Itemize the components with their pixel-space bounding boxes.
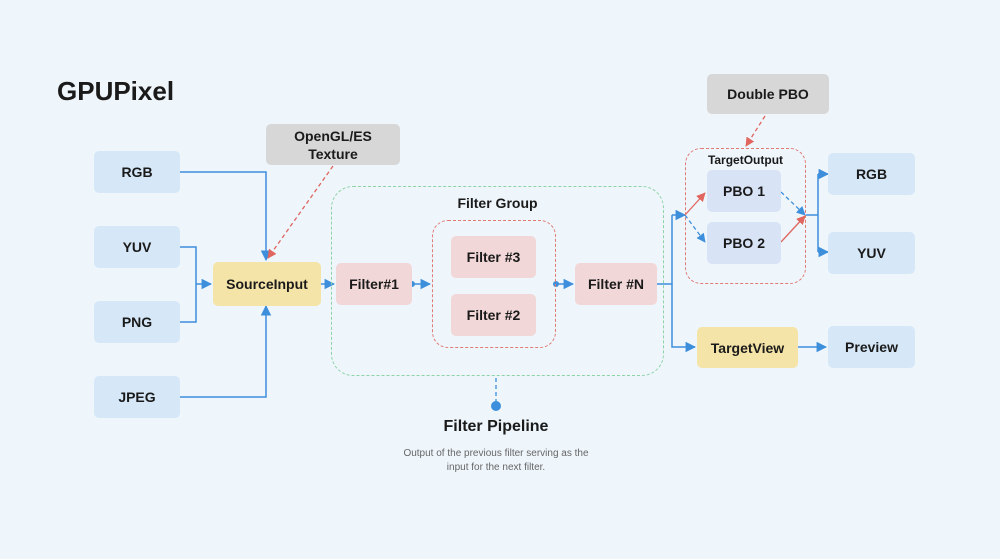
filter-group-label: Filter Group	[457, 195, 538, 211]
arrow-to-pbo1	[684, 192, 706, 216]
dashed-arrow-texture-to-sourceinput	[267, 165, 334, 259]
preview-box: Preview	[828, 326, 915, 368]
filter-group-container	[331, 186, 664, 376]
filter-pipeline-label: Filter Pipeline	[443, 418, 549, 435]
input-png: PNG	[94, 301, 180, 343]
caption-line-1: Output of the previous filter serving as…	[403, 448, 589, 459]
dashed-arrow-to-pbo2	[684, 214, 706, 243]
input-yuv: YUV	[94, 226, 180, 268]
output-yuv: YUV	[828, 232, 915, 274]
input-rgb: RGB	[94, 151, 180, 193]
dashed-arrow-pbo1-out	[780, 191, 806, 216]
inner-filter-group	[432, 220, 556, 348]
opengl-es-texture-box: OpenGL/ES Texture	[266, 124, 400, 165]
pbo-2-box: PBO 2	[707, 222, 781, 264]
targetoutput-label: TargetOutput	[707, 153, 784, 167]
filter-3-box: Filter #3	[451, 236, 536, 278]
arrow-rgb-to-sourceinput	[180, 171, 272, 262]
diagram-title: GPUPixel	[57, 76, 175, 106]
arrow-pbo2-out	[780, 215, 806, 243]
pipeline-dot	[491, 401, 501, 411]
connector-dot-inner-group	[553, 281, 559, 287]
filter-n-box: Filter #N	[575, 263, 657, 305]
caption-line-2: input for the next filter.	[446, 462, 546, 473]
filter-pipeline-caption: Output of the previous filter serving as…	[376, 447, 616, 475]
input-jpeg: JPEG	[94, 376, 180, 418]
double-pbo-box: Double PBO	[707, 74, 829, 114]
targetview-box: TargetView	[697, 327, 798, 368]
connector-yuv-to-sourceinput	[180, 246, 197, 323]
filter-2-box: Filter #2	[451, 294, 536, 336]
arrow-jpeg-to-sourceinput	[180, 304, 272, 398]
arrow-filterN-to-targetview	[671, 284, 697, 353]
dashed-arrow-doublepbo-to-targetoutput	[745, 115, 766, 147]
output-rgb: RGB	[828, 153, 915, 195]
sourceinput-box: SourceInput	[213, 262, 321, 306]
pbo-1-box: PBO 1	[707, 170, 781, 212]
targetoutput-container	[685, 148, 806, 284]
filter-1-box: Filter#1	[336, 263, 412, 305]
connector-output-split	[806, 174, 819, 252]
